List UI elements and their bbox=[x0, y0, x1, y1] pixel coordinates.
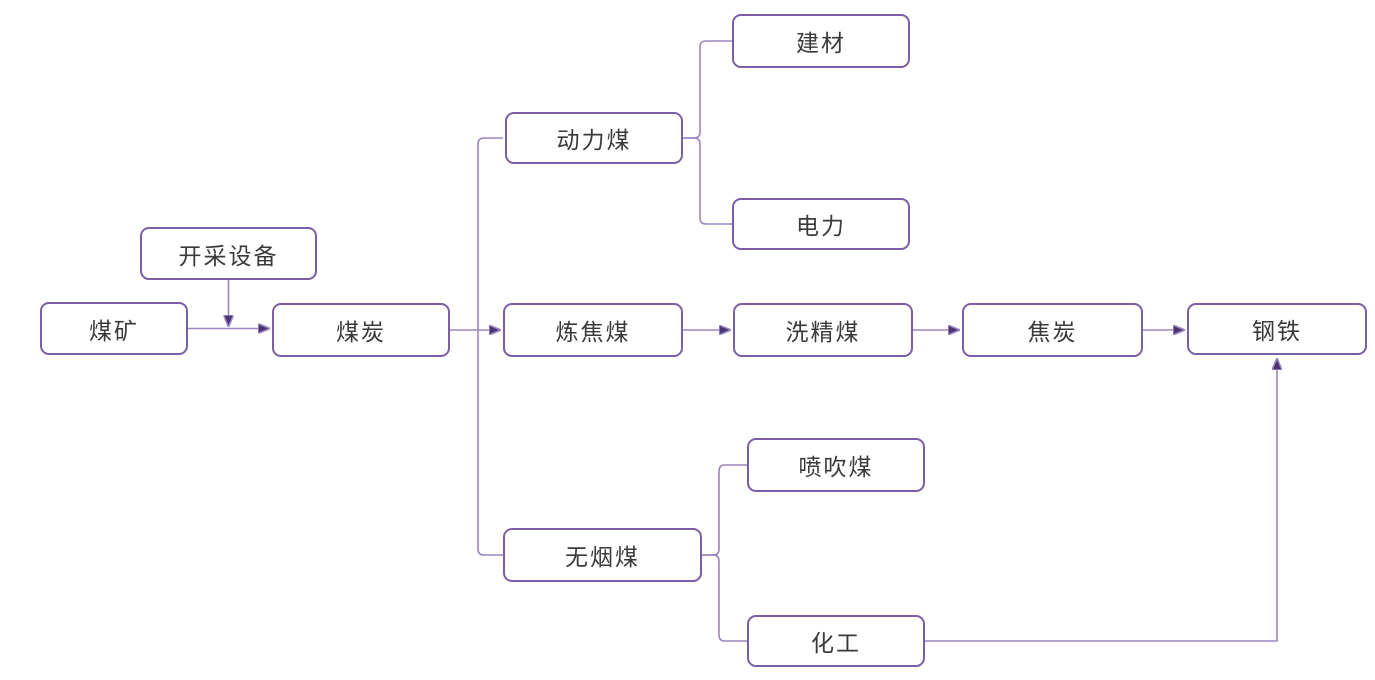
connector-coal-branch-trunk bbox=[477, 137, 503, 556]
node-injection-coal: 喷吹煤 bbox=[747, 438, 925, 492]
node-coking-coal: 炼焦煤 bbox=[503, 303, 683, 357]
connector-anthracite-injection bbox=[702, 464, 747, 556]
node-steel: 钢铁 bbox=[1187, 303, 1367, 355]
node-anthracite: 无烟煤 bbox=[503, 528, 702, 582]
connector-chemical-steel bbox=[925, 358, 1277, 642]
node-electric-power: 电力 bbox=[732, 198, 910, 250]
node-coal: 煤炭 bbox=[272, 303, 450, 357]
node-coke: 焦炭 bbox=[962, 303, 1143, 357]
node-thermal-coal: 动力煤 bbox=[505, 112, 683, 164]
node-mining-equipment: 开采设备 bbox=[140, 227, 317, 280]
connector-thermal-building bbox=[683, 40, 732, 139]
node-washed-coal: 洗精煤 bbox=[733, 303, 913, 357]
node-coal-mine: 煤矿 bbox=[40, 302, 188, 355]
connector-anthracite-chemical bbox=[702, 554, 747, 642]
node-chemical-industry: 化工 bbox=[747, 615, 925, 667]
node-building-materials: 建材 bbox=[732, 14, 910, 68]
connector-thermal-power bbox=[683, 137, 732, 225]
